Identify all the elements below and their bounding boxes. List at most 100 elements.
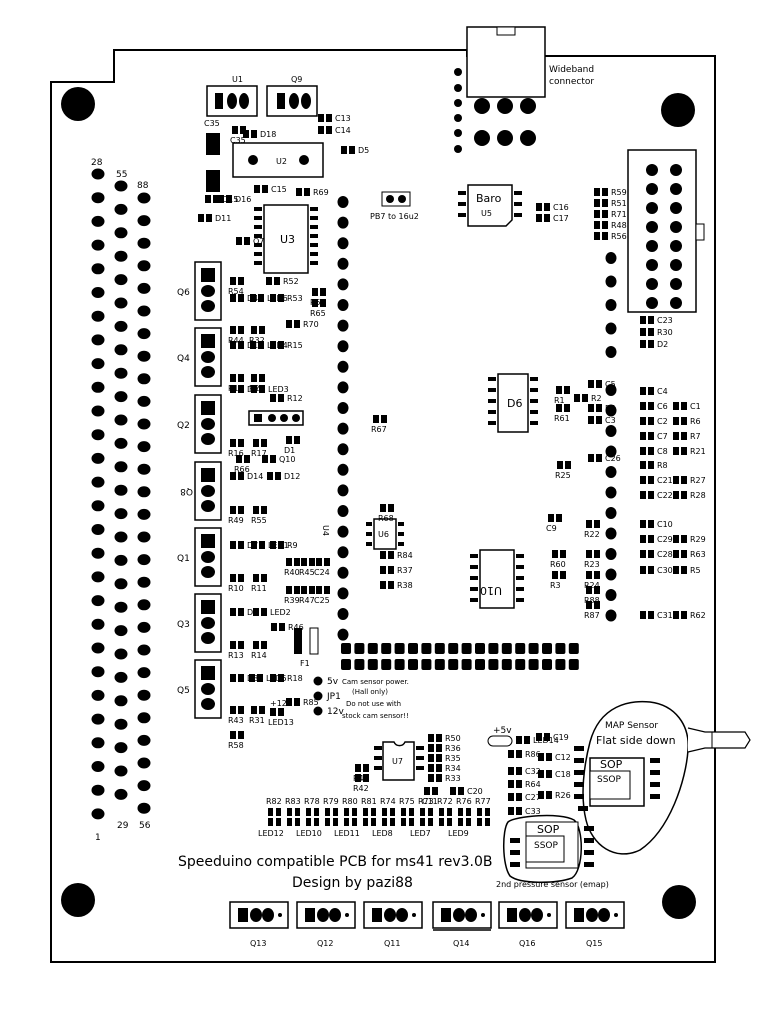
component-d1: D1 <box>284 436 300 455</box>
component-label: R64 <box>525 780 541 789</box>
header-pin <box>337 566 349 579</box>
component-r52: R52 <box>266 277 299 286</box>
component-label: R1 <box>554 396 565 405</box>
u4-label: U4 <box>321 525 330 536</box>
component-label: C27 <box>525 793 541 802</box>
component-label: R58 <box>228 741 244 750</box>
ecu-pin <box>114 695 128 707</box>
component-label: R51 <box>611 199 627 208</box>
component-r77: R77 <box>475 797 491 826</box>
ecu-pin <box>91 618 105 630</box>
led-label: LED10 <box>296 829 322 838</box>
header-pin <box>646 259 658 271</box>
component-label: R33 <box>445 774 461 783</box>
header-pin <box>341 643 351 654</box>
transistor-left: Q2 <box>177 394 222 454</box>
component-c13: C13 <box>318 114 351 123</box>
ecu-pin <box>91 784 105 796</box>
transistor-left: Q8 <box>180 461 222 521</box>
ecu-pin <box>137 734 151 746</box>
ecu-pin <box>91 215 105 227</box>
component-r51: R51 <box>594 199 627 208</box>
part-label: C35 <box>204 119 220 128</box>
component-r33: R33 <box>428 774 461 783</box>
component-d12: D12 <box>267 472 300 481</box>
component-label: C32 <box>525 767 541 776</box>
header-pin <box>337 237 349 250</box>
header-pin <box>367 659 378 670</box>
component-label: R44 <box>228 336 244 345</box>
ecu-pin <box>137 554 151 566</box>
component-label: R69 <box>313 188 329 197</box>
header-pin <box>646 297 658 309</box>
header-pin <box>605 507 617 519</box>
header-pin <box>434 643 445 654</box>
u5-label: U5 <box>481 209 492 218</box>
component-r64: R64 <box>508 780 541 789</box>
component-r76: R76 <box>456 797 472 826</box>
ecu-pin <box>91 713 105 725</box>
header-pin <box>337 546 349 559</box>
q9-label: Q9 <box>291 75 302 84</box>
component-label: R81 <box>361 797 377 806</box>
transistor-label: Q12 <box>317 939 333 948</box>
ecu-pin <box>114 320 128 332</box>
mounting-hole <box>662 885 696 919</box>
component-r44: R44 <box>228 326 244 345</box>
component-c28: C28 <box>640 550 673 559</box>
component-c16: C16 <box>536 203 569 212</box>
component-label: C35 <box>230 136 246 145</box>
component-r11: R11 <box>251 574 267 593</box>
ecu-pin <box>114 601 128 613</box>
component-r23: R23 <box>584 550 600 569</box>
cam-line-3: Do not use with <box>346 700 401 708</box>
component-label: R8 <box>657 461 668 470</box>
ecu-pin <box>91 689 105 701</box>
header-pin <box>605 384 617 396</box>
component-c20: C20 <box>450 787 483 796</box>
led-label: LED9 <box>448 829 469 838</box>
component-label: R46 <box>288 623 304 632</box>
component-label: C28 <box>657 550 673 559</box>
mounting-hole <box>661 93 695 127</box>
ecu-pin <box>137 712 151 724</box>
header-pin <box>646 278 658 290</box>
component-r29: R29 <box>673 535 706 544</box>
component-led3: LED3 <box>251 385 289 394</box>
component-label: R32 <box>249 336 265 345</box>
header-pin <box>408 643 418 654</box>
component-label: C18 <box>555 770 571 779</box>
flat-side-label: Flat side down <box>596 734 676 747</box>
u1-regulator <box>206 85 258 117</box>
pb7-label: PB7 to 16u2 <box>370 212 419 221</box>
component-r30: R30 <box>640 328 673 337</box>
header-pin <box>555 659 566 670</box>
header-pin <box>670 221 682 233</box>
component-label: D18 <box>260 130 276 139</box>
component-r48: R48 <box>594 221 627 230</box>
ecu-pin <box>137 531 151 543</box>
header-pin <box>337 587 349 600</box>
component-c9: C9 <box>546 514 562 533</box>
component-label: R5 <box>690 566 701 575</box>
component-r34: R34 <box>428 764 461 773</box>
component-label: C22 <box>657 491 673 500</box>
component-r53: R53 <box>270 294 303 303</box>
header-pin <box>646 183 658 195</box>
component-label: Q10 <box>279 455 295 464</box>
ecu-pin <box>91 476 105 488</box>
component-r14: R14 <box>251 641 267 660</box>
ecu-pin <box>91 642 105 654</box>
ecu-pin <box>114 297 128 309</box>
transistor-left: Q1 <box>177 527 222 587</box>
component-c30: C30 <box>640 566 673 575</box>
component-r16: R16 <box>228 439 244 458</box>
component-label: C10 <box>657 520 673 529</box>
u3-ic <box>254 204 318 274</box>
component-label: R34 <box>445 764 461 773</box>
component-label: R23 <box>584 560 600 569</box>
component-c27: C27 <box>508 793 541 802</box>
header-pin <box>337 319 349 332</box>
u10-label: U10 <box>480 584 502 597</box>
jp1-label: JP1 <box>326 692 341 702</box>
